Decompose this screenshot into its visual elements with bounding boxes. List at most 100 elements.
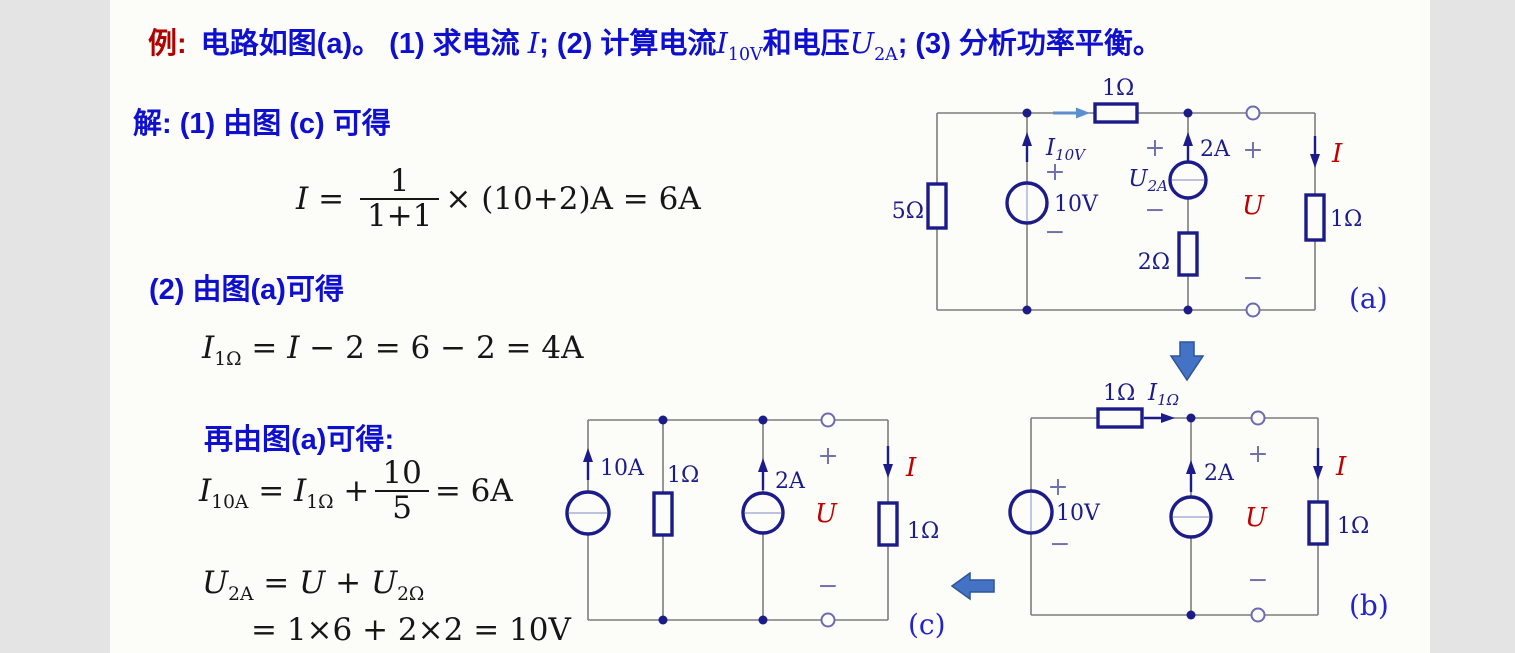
node-dot bbox=[658, 615, 668, 625]
current-direction-arrow-icon bbox=[1053, 107, 1090, 119]
vsource-plus-sign: + bbox=[1045, 157, 1066, 186]
figure-c-label: (c) bbox=[908, 608, 946, 641]
resistor-1ohm-top-symbol bbox=[1096, 407, 1144, 429]
resistor-1ohm-right-label: 1Ω bbox=[1330, 207, 1362, 232]
title-var-I10V: I bbox=[716, 26, 728, 60]
node-dot bbox=[1022, 305, 1032, 315]
port-minus-sign: − bbox=[1243, 263, 1264, 292]
title-text-1: 电路如图(a)。 (1) 求电流 bbox=[200, 28, 528, 60]
title-var-I: I bbox=[527, 26, 540, 60]
eq1-var: I bbox=[296, 180, 309, 217]
eq4-var3: U bbox=[370, 565, 398, 601]
voltage-U-label: U bbox=[1245, 503, 1268, 533]
equation-5: = 1×6 + 2×2 = 10V bbox=[251, 612, 571, 648]
circuit-b-diagram: 1Ω I1Ω + 10V − 2A + U − I bbox=[1008, 380, 1389, 623]
resistor-1ohm-right-label: 1Ω bbox=[1337, 514, 1369, 539]
solution-step-2: (2) 由图(a)可得 bbox=[149, 274, 344, 306]
node-dot bbox=[1186, 610, 1196, 620]
title-var-U2A-sub: 2A bbox=[874, 44, 898, 65]
resistor-1ohm-top-label: 1Ω bbox=[1103, 381, 1135, 406]
solution-step-1: 解: (1) 由图 (c) 可得 bbox=[133, 108, 391, 140]
current-source-10a-label: 10A bbox=[600, 456, 645, 481]
circuit-c-wires bbox=[587, 419, 889, 621]
current-arrow-I-icon bbox=[883, 446, 893, 478]
voltage-U-label: U bbox=[1242, 191, 1265, 221]
terminal-circle-top bbox=[1250, 410, 1266, 426]
node-dot bbox=[1183, 108, 1193, 118]
eq2-var2: I bbox=[287, 330, 300, 366]
eq3-var1: I bbox=[199, 472, 212, 509]
u2a-plus-sign: + bbox=[1145, 133, 1166, 162]
resistor-5ohm-label: 5Ω bbox=[892, 199, 924, 224]
eq4-equals: = bbox=[263, 565, 300, 601]
eq3-plus: + bbox=[343, 472, 370, 509]
node-dot bbox=[658, 415, 668, 425]
current-I-label: I bbox=[905, 453, 917, 483]
node-dot bbox=[1022, 108, 1032, 118]
current-arrow-I-icon bbox=[1313, 448, 1323, 480]
voltage-U2A-label: U2A bbox=[1128, 166, 1168, 195]
eq3-numerator: 10 bbox=[375, 457, 429, 492]
resistor-2ohm-symbol bbox=[1177, 231, 1199, 277]
eq4-var3-sub: 2Ω bbox=[397, 584, 425, 606]
example-tag: 例: bbox=[148, 28, 187, 60]
resistor-1ohm-right-symbol bbox=[1307, 500, 1329, 546]
terminal-circle-bottom bbox=[1245, 302, 1261, 318]
equation-4: U2A = U + U2Ω bbox=[202, 565, 424, 604]
node-dot bbox=[1183, 305, 1193, 315]
voltage-source-10v-label: 10V bbox=[1056, 501, 1101, 526]
circuit-c-diagram: 10A 1Ω 2A + U − I 1Ω (c) bbox=[565, 412, 946, 641]
port-plus-sign: + bbox=[818, 441, 839, 470]
resistor-1ohm-right-symbol bbox=[877, 501, 899, 547]
current-source-2a-label: 2A bbox=[1200, 137, 1231, 162]
terminal-circle-bottom bbox=[820, 612, 836, 628]
eq1-equals: = bbox=[318, 180, 345, 217]
title-line: 例:电路如图(a)。 (1) 求电流 I; (2) 计算电流I10V和电压U2A… bbox=[148, 20, 1162, 65]
voltage-source-10v-label: 10V bbox=[1054, 192, 1099, 217]
eq2-equals: = bbox=[251, 330, 288, 366]
vsource-plus-sign: + bbox=[1048, 472, 1069, 501]
eq4-var1: U bbox=[202, 565, 229, 601]
eq2-var1-sub: 1Ω bbox=[214, 349, 242, 371]
eq1-numerator: 1 bbox=[359, 165, 440, 200]
port-minus-sign: − bbox=[1248, 565, 1269, 594]
flow-arrow-left-icon bbox=[951, 572, 995, 601]
current-I1ohm-label: I1Ω bbox=[1147, 380, 1179, 409]
resistor-1ohm-top-symbol bbox=[1093, 102, 1139, 124]
eq4-var2: U bbox=[299, 565, 326, 601]
port-plus-sign: + bbox=[1243, 135, 1264, 164]
resistor-2ohm-label: 2Ω bbox=[1138, 250, 1170, 275]
current-arrow-10a-icon bbox=[583, 448, 593, 480]
slide-background bbox=[110, 0, 1430, 653]
equation-2: I1Ω = I − 2 = 6 − 2 = 4A bbox=[202, 330, 583, 369]
title-text-2: ; (2) 计算电流 bbox=[539, 28, 717, 60]
current-source-2a-label: 2A bbox=[1204, 461, 1235, 486]
title-var-U2A: U bbox=[849, 26, 875, 60]
node-dot bbox=[1186, 413, 1196, 423]
port-plus-sign: + bbox=[1248, 439, 1269, 468]
eq2-var1: I bbox=[202, 330, 215, 366]
vsource-minus-sign: − bbox=[1050, 529, 1071, 558]
eq3-var2-sub: 1Ω bbox=[306, 491, 334, 513]
figure-b-label: (b) bbox=[1349, 589, 1389, 622]
eq3-denominator: 5 bbox=[392, 489, 412, 526]
current-arrow-2a-icon bbox=[1186, 460, 1196, 492]
title-text-3: 和电压 bbox=[762, 28, 850, 60]
eq4-plus: + bbox=[325, 565, 371, 601]
eq3-var1-sub: 10A bbox=[211, 491, 249, 513]
eq1-rest: × (10+2)A = 6A bbox=[445, 180, 701, 217]
port-minus-sign: − bbox=[818, 571, 839, 600]
resistor-1ohm-right-label: 1Ω bbox=[907, 519, 939, 544]
current-I-label: I bbox=[1335, 452, 1347, 482]
current-I-label: I bbox=[1331, 139, 1343, 169]
resistor-5ohm-symbol bbox=[926, 182, 948, 230]
current-arrow-I-icon bbox=[1310, 136, 1320, 168]
terminal-circle-bottom bbox=[1250, 607, 1266, 623]
terminal-circle-top bbox=[1245, 105, 1261, 121]
title-var-I10V-sub: 10V bbox=[727, 44, 763, 65]
resistor-1ohm-shunt-symbol bbox=[652, 491, 674, 537]
